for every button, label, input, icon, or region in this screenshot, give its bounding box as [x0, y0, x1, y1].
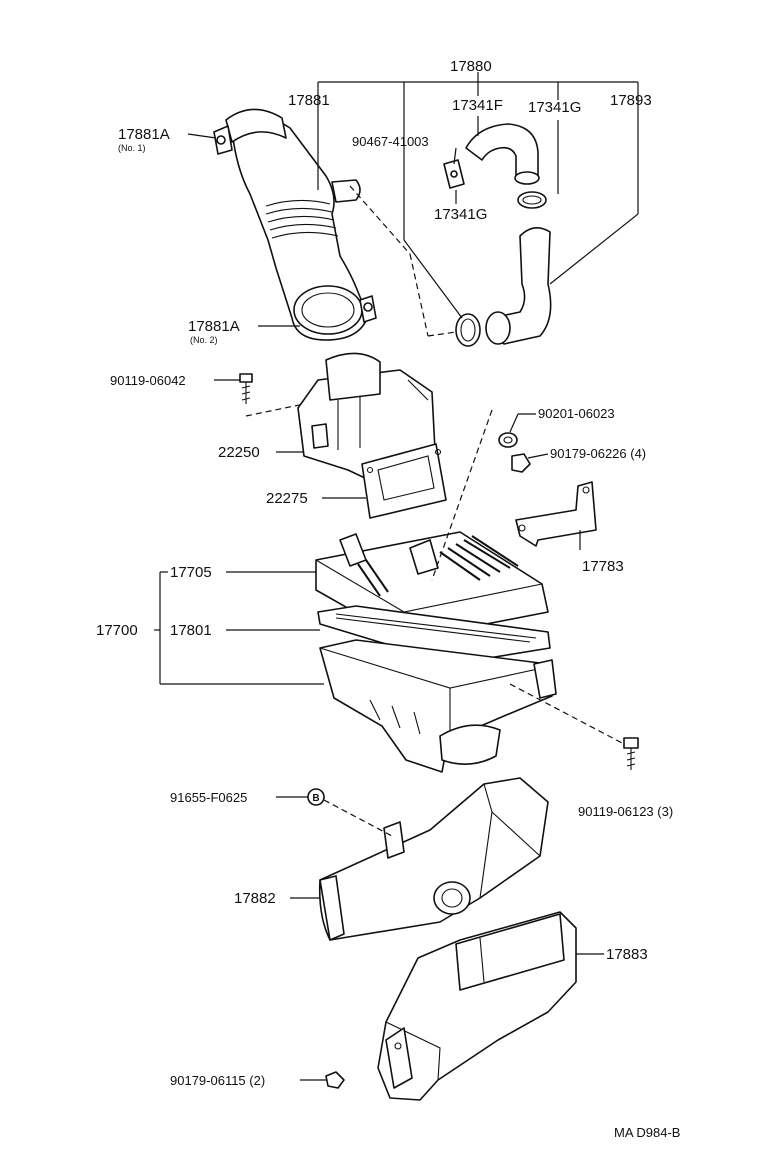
label-17881A-no1-note: (No. 1): [118, 143, 146, 153]
resonator-17883: [377, 911, 577, 1101]
label-17341G-bottom: 17341G: [434, 206, 487, 223]
bracket-17783: [515, 481, 597, 547]
bolt-90119-06042: [239, 373, 253, 404]
label-17893: 17893: [610, 92, 652, 109]
label-17700: 17700: [96, 622, 138, 639]
label-22275: 22275: [266, 490, 308, 507]
label-17882: 17882: [234, 890, 276, 907]
clip-91655-F0625: B: [307, 788, 325, 806]
leader-lines: [154, 72, 639, 1081]
clip-b-mark: B: [312, 793, 319, 804]
gasket-22275: [361, 443, 447, 519]
label-90119-06042: 90119-06042: [110, 373, 186, 388]
label-17880: 17880: [450, 58, 492, 75]
label-90201-06023: 90201-06023: [538, 406, 615, 421]
label-17881: 17881: [288, 92, 330, 109]
intake-hose-17881: [225, 108, 369, 341]
hose-17893: [485, 227, 552, 345]
label-17705: 17705: [170, 564, 212, 581]
label-17881A-no1: 17881A: [118, 126, 170, 143]
hose-17341F: [465, 123, 540, 185]
part-labels: 17880 17881 17881A (No. 1) 17341F 17341G…: [96, 58, 680, 1140]
diagram-reference-code: MA D984-B: [614, 1125, 680, 1140]
label-90467-41003: 90467-41003: [352, 134, 429, 149]
label-22250: 22250: [218, 444, 260, 461]
nut-90179-06115: [325, 1071, 345, 1089]
label-90179-06115: 90179-06115 (2): [170, 1073, 265, 1088]
label-17341G-top: 17341G: [528, 99, 581, 116]
label-17783: 17783: [582, 558, 624, 575]
hose-clamp-no2: [359, 295, 377, 323]
label-17801: 17801: [170, 622, 212, 639]
bolt-90119-06123: [623, 737, 639, 770]
label-17881A-no2: 17881A: [188, 318, 240, 335]
label-91655-F0625: 91655-F0625: [170, 790, 247, 805]
air-filter-element-17801: [317, 605, 551, 665]
hose-clamp-no1: [213, 125, 233, 155]
label-17881A-no2-note: (No. 2): [190, 335, 218, 345]
intake-duct-17882: [318, 777, 549, 941]
nut-90179-06226: [511, 453, 531, 473]
washer-90201-06023: [498, 432, 518, 448]
clamp-17341G-bottom: [443, 159, 465, 189]
clamp-17341G-top: [517, 191, 547, 209]
clamp-90467-41003: [455, 313, 481, 347]
label-90119-06123: 90119-06123 (3): [578, 804, 673, 819]
label-17883: 17883: [606, 946, 648, 963]
label-17341F: 17341F: [452, 97, 503, 114]
dashed-guide-lines: [245, 185, 625, 837]
air-cleaner-case: [319, 639, 557, 773]
label-90179-06226: 90179-06226 (4): [550, 446, 646, 461]
